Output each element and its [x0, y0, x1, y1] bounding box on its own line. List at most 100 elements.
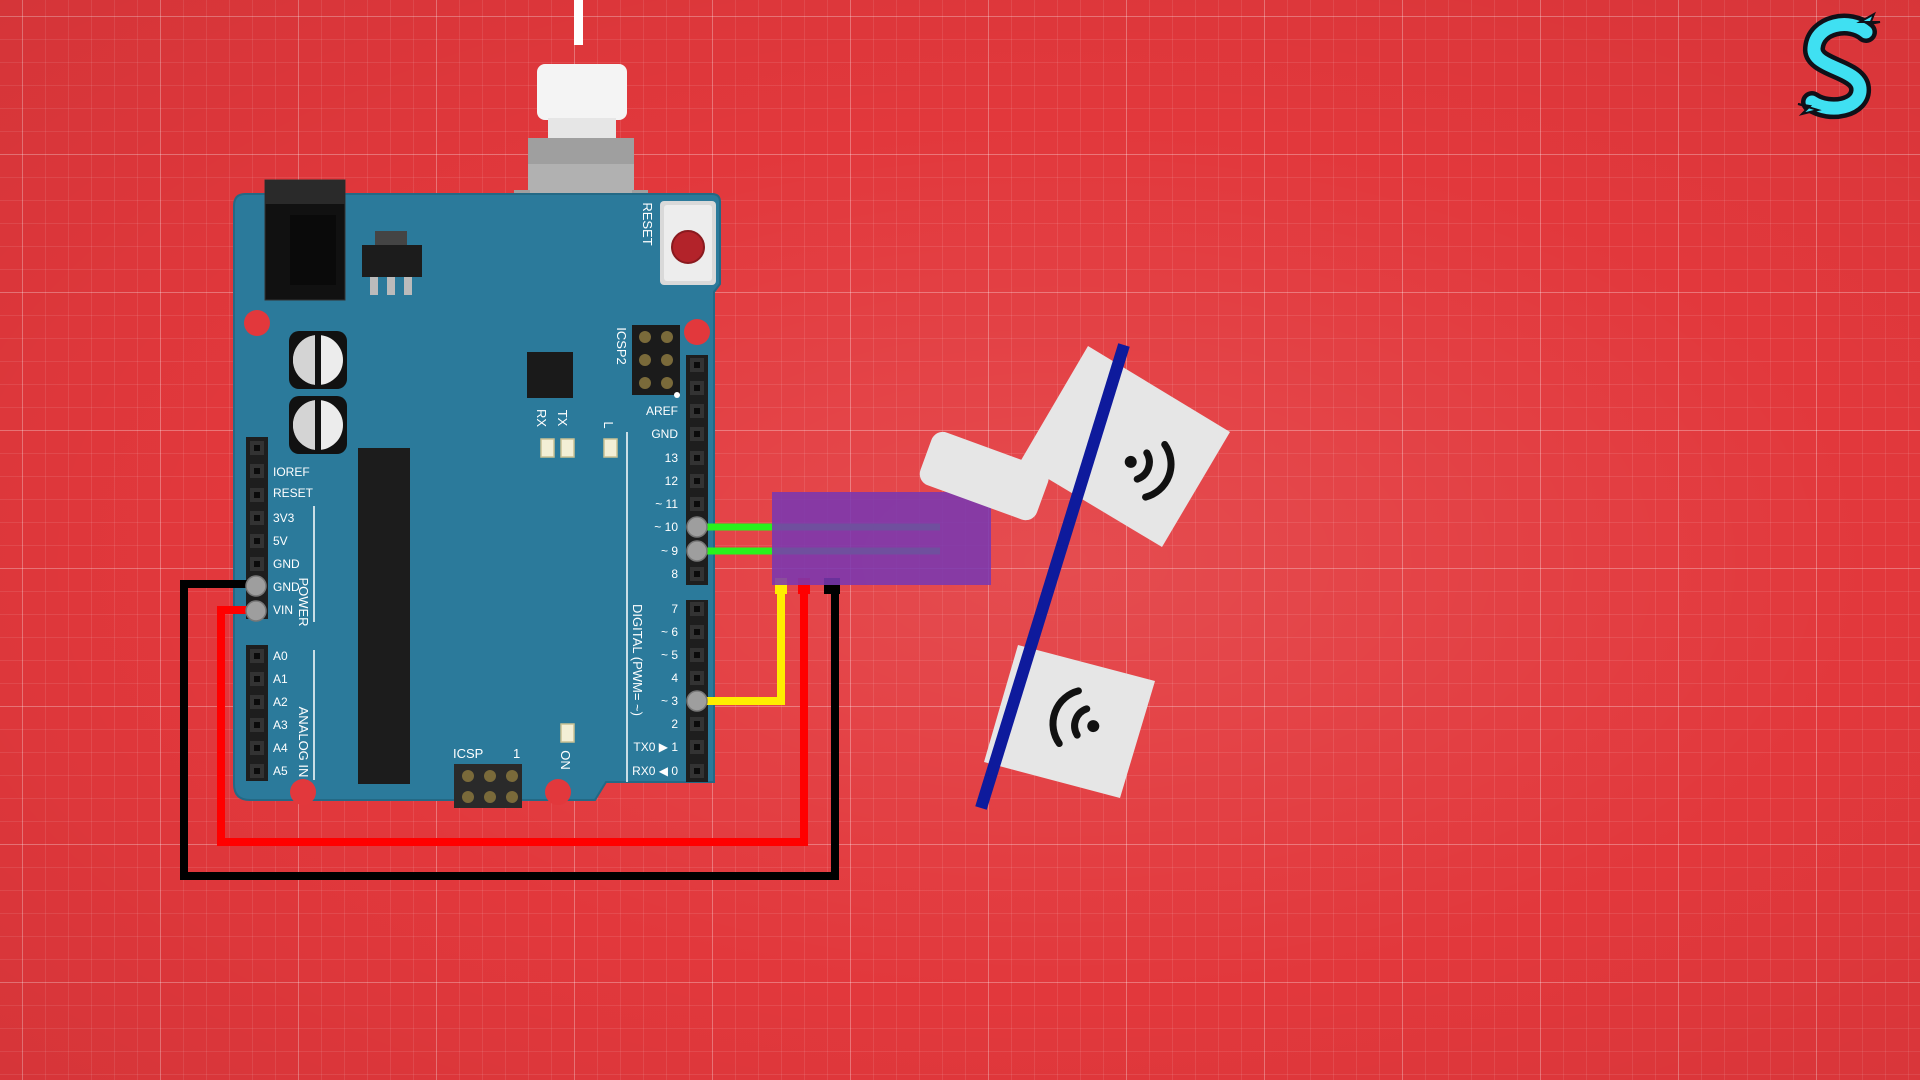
usb-controller-chip	[527, 352, 573, 398]
led-indicators: RX TX L ON	[534, 409, 618, 770]
capacitor	[289, 396, 347, 454]
header-pin	[690, 427, 704, 441]
icsp2-pin	[661, 354, 673, 366]
digital-pin-label: AREF	[646, 404, 678, 418]
header-pin	[690, 567, 704, 581]
black-wire-gnd	[180, 580, 839, 880]
power-pin-label: GND	[273, 580, 300, 594]
icsp-pin	[484, 770, 496, 782]
dc-jack	[264, 179, 346, 301]
arduino-board: RESET ICSP2 RX TX L ON ICSP 1	[233, 179, 721, 808]
digital-pin-label: 13	[665, 451, 679, 465]
digital-pin-label: TX0 ▶ 1	[633, 740, 678, 754]
header-pin	[250, 511, 264, 525]
icsp-header	[454, 764, 522, 808]
header-pin	[690, 717, 704, 731]
wire-connector-block	[772, 492, 991, 585]
header-pin	[690, 602, 704, 616]
tx-label: TX	[555, 410, 570, 427]
icsp2-pin	[639, 377, 651, 389]
transducer-top	[1020, 346, 1230, 547]
header-pin	[250, 488, 264, 502]
digital-pin-label: ~ 9	[661, 544, 678, 558]
sensor-plug	[919, 431, 1049, 521]
digital-pin-label: ~ 6	[661, 625, 678, 639]
analog-pin-label: A1	[273, 672, 288, 686]
header-pin	[690, 671, 704, 685]
icsp2-pin	[661, 377, 673, 389]
ultrasonic-sensor	[919, 343, 1230, 810]
digital-pin-label: 4	[671, 671, 678, 685]
digital-pin-label: 8	[671, 567, 678, 581]
rx-label: RX	[534, 409, 549, 427]
analog-pin-label: A2	[273, 695, 288, 709]
tx-led	[560, 438, 575, 458]
header-pin	[690, 764, 704, 778]
header-pin	[690, 740, 704, 754]
icsp-label: ICSP	[453, 746, 483, 761]
icsp2-pin	[639, 354, 651, 366]
icsp-pin	[506, 791, 518, 803]
power-header	[246, 437, 268, 619]
mounting-hole	[290, 779, 316, 805]
pin-dot-10	[686, 516, 708, 538]
header-pin	[690, 358, 704, 372]
digital-pin-label: 2	[671, 717, 678, 731]
header-pin	[250, 718, 264, 732]
power-pin-label: VIN	[273, 603, 293, 617]
power-pin-label: GND	[273, 557, 300, 571]
icsp-pin	[462, 770, 474, 782]
digital-pin-label: 7	[671, 602, 678, 616]
analog-label: ANALOG IN	[296, 707, 311, 778]
transducer-bottom	[984, 645, 1155, 798]
header-pin	[690, 497, 704, 511]
digital-pin-label: ~ 3	[661, 694, 678, 708]
icsp2-label: ICSP2	[614, 327, 629, 365]
power-pin-label: 5V	[273, 534, 288, 548]
red-wire-vin	[217, 585, 808, 846]
yellow-wire-trig	[697, 585, 785, 705]
header-pin	[250, 764, 264, 778]
header-pin	[250, 441, 264, 455]
pin-dot-3	[686, 690, 708, 712]
digital-pin-label: ~ 5	[661, 648, 678, 662]
capacitor	[289, 331, 347, 389]
header-pin	[690, 404, 704, 418]
analog-pin-label: A0	[273, 649, 288, 663]
analog-pin-label: A3	[273, 718, 288, 732]
header-pin	[690, 451, 704, 465]
signal-icon	[1124, 440, 1175, 501]
sensor-bar	[975, 343, 1130, 810]
reset-label: RESET	[640, 202, 655, 245]
mounting-hole	[244, 310, 270, 336]
on-led	[560, 723, 575, 743]
header-pin	[690, 648, 704, 662]
header-pin	[690, 474, 704, 488]
power-pin-label: IOREF	[273, 465, 310, 479]
microcontroller-chip	[358, 448, 410, 784]
analog-pin-label: A4	[273, 741, 288, 755]
power-pin-label: 3V3	[273, 511, 295, 525]
digital-label: DIGITAL (PWM= ~)	[630, 604, 645, 716]
rx-led	[540, 438, 555, 458]
pin-dot-gnd	[245, 575, 267, 597]
icsp2-header	[632, 325, 680, 395]
digital-pin-label: 12	[665, 474, 679, 488]
header-pin	[250, 672, 264, 686]
header-pin	[690, 625, 704, 639]
pcb	[233, 193, 721, 801]
icsp2-pin	[661, 331, 673, 343]
on-label: ON	[558, 750, 573, 770]
header-pin	[690, 381, 704, 395]
reset-button	[660, 201, 716, 285]
brand-logo	[1797, 11, 1881, 120]
l-label: L	[601, 421, 616, 428]
mounting-hole	[545, 779, 571, 805]
mounting-hole	[684, 319, 710, 345]
aref-dot	[674, 392, 680, 398]
header-pin	[250, 557, 264, 571]
pin-connectors	[245, 516, 708, 712]
